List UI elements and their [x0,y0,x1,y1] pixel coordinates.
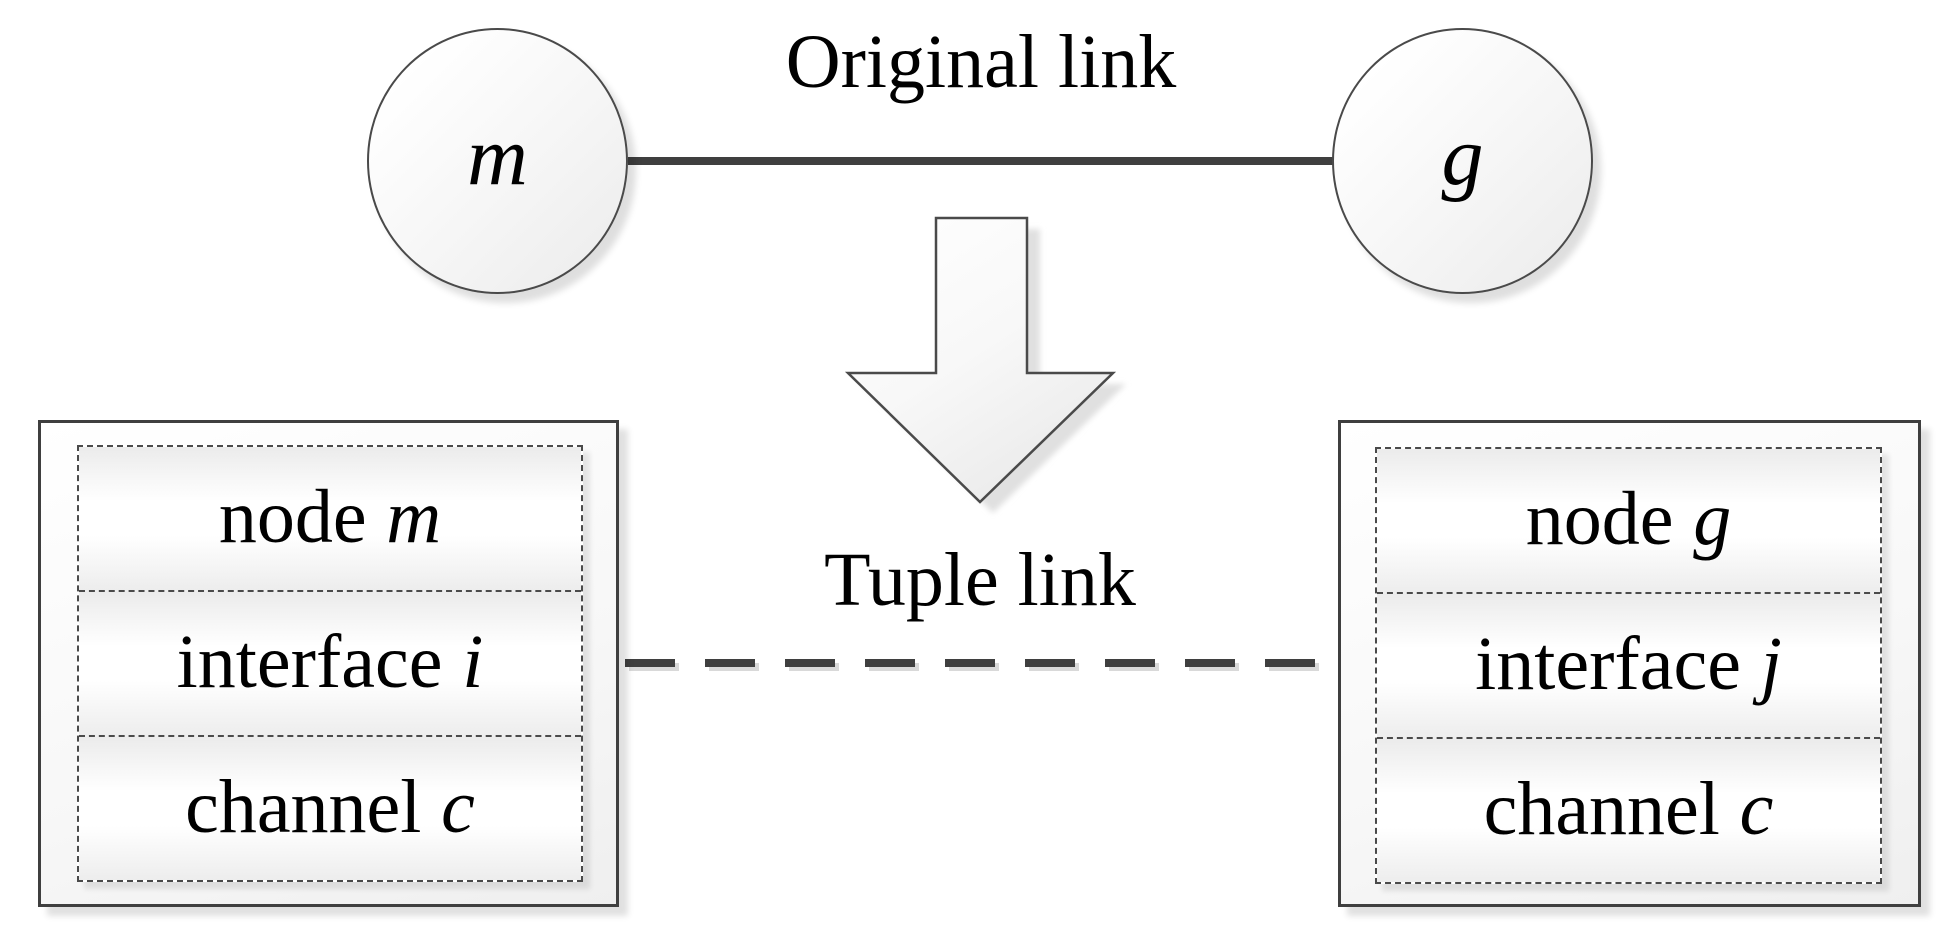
node-m-label: m [467,110,528,203]
down-arrow-icon [844,216,1117,504]
original-link-label: Original link [785,20,1177,104]
node-circle-m: m [367,28,628,294]
node-g-label: g [1441,110,1484,203]
node-circle-g: g [1332,28,1593,294]
tuple-link-label: Tuple link [824,538,1136,622]
